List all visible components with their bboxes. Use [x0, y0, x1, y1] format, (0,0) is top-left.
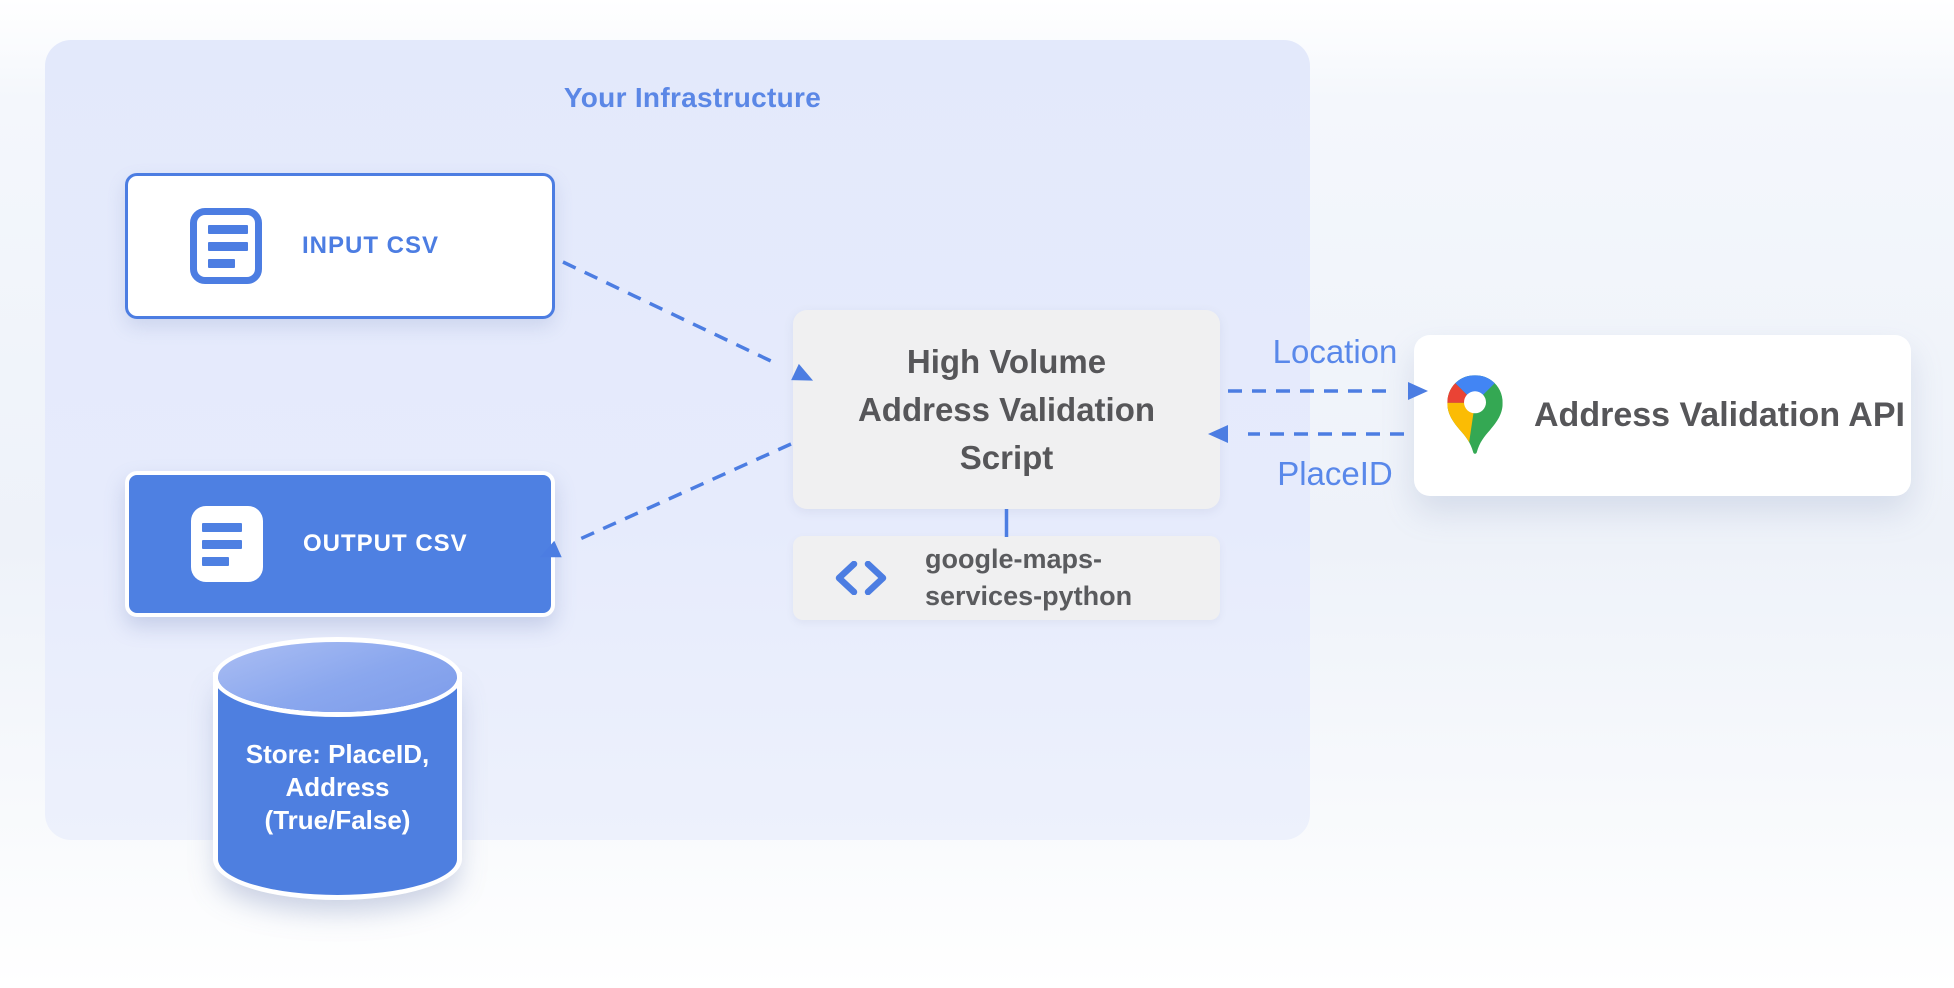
output-csv-label: OUTPUT CSV: [303, 530, 468, 557]
script-line3: Script: [959, 438, 1054, 476]
database-cylinder: Store: PlaceID, Address (True/False): [218, 642, 457, 895]
input-csv-node: INPUT CSV: [125, 173, 555, 319]
script-line1: High Volume: [906, 342, 1107, 380]
library-line2: services-python: [925, 581, 1133, 611]
database-cylinder-body: [218, 677, 457, 895]
library-node: google-maps- services-python: [793, 536, 1220, 620]
input-csv-label: INPUT CSV: [302, 232, 440, 259]
google-maps-pin-icon: [1447, 375, 1503, 454]
api-node: Address Validation API: [1414, 335, 1911, 496]
output-csv-node: OUTPUT CSV: [125, 471, 555, 617]
placeid-flow-label: PlaceID: [1277, 455, 1393, 492]
code-icon: [835, 561, 887, 595]
datastore-line2: Address: [285, 772, 390, 802]
library-line1: google-maps-: [925, 544, 1103, 574]
document-icon: [190, 208, 262, 284]
datastore-line1: Store: PlaceID,: [245, 739, 430, 769]
infrastructure-title: Your Infrastructure: [563, 82, 822, 113]
location-flow-label: Location: [1272, 333, 1398, 370]
api-label: Address Validation API: [1534, 396, 1905, 434]
script-line2: Address Validation: [857, 390, 1156, 428]
script-node: High Volume Address Validation Script: [793, 310, 1220, 509]
datastore-label: Store: PlaceID, Address (True/False): [218, 738, 457, 837]
datastore-line3: (True/False): [264, 805, 411, 835]
document-icon: [191, 506, 263, 582]
library-label: google-maps- services-python: [925, 541, 1132, 615]
script-label: High Volume Address Validation Script: [858, 338, 1155, 482]
database-cylinder-top: [218, 642, 457, 712]
